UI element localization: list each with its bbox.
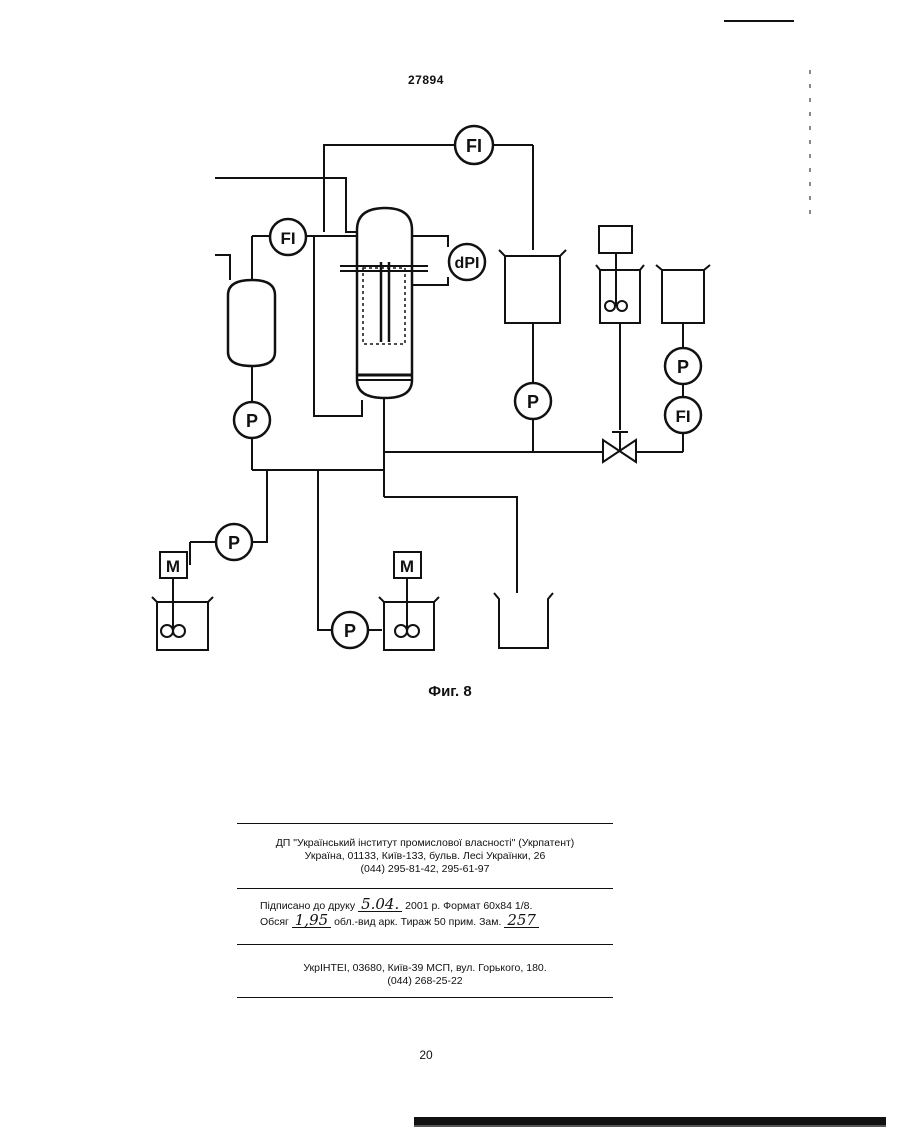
printer-line-2: (044) 268-25-22 [230, 975, 620, 988]
flow-indicator-left: FI [270, 219, 306, 255]
svg-text:FI: FI [280, 229, 295, 248]
feed-tank-center [499, 250, 566, 323]
footer-page-number: 20 [0, 1048, 852, 1062]
piping [190, 145, 683, 630]
pump-right-top: P [665, 348, 701, 384]
figure-caption: Фиг. 8 [0, 683, 900, 700]
differential-pressure-indicator: dPI [449, 244, 485, 280]
svg-text:FI: FI [466, 136, 482, 156]
process-flow-diagram: FI FI dPI P FI P P P P M M [0, 0, 900, 680]
publisher-line-2: Україна, 01133, Київ-133, бульв. Лесі Ук… [230, 850, 620, 863]
stirred-vessel-left [152, 552, 213, 650]
print-details: Підписано до друку 5.04. 2001 р. Формат … [260, 897, 640, 929]
imprint-rule-3 [237, 944, 613, 945]
three-way-valve [603, 432, 636, 462]
pump-left-low: P [216, 524, 252, 560]
signed-date-handwritten: 5.04. [358, 897, 402, 912]
imprint-rule-4 [237, 997, 613, 998]
volume-prefix: Обсяг [260, 916, 289, 928]
printer-block: УкрІНТЕІ, 03680, Київ-39 МСП, вул. Горьк… [230, 962, 620, 988]
volume-line: Обсяг 1,95 обл.-вид арк. Тираж 50 прим. … [260, 913, 640, 929]
svg-text:M: M [400, 557, 414, 576]
volume-suffix: обл.-вид арк. Тираж 50 прим. Зам. [334, 916, 501, 928]
svg-text:FI: FI [675, 407, 690, 426]
publisher-line-1: ДП "Український інститут промислової вла… [230, 837, 620, 850]
svg-text:dPI: dPI [455, 255, 480, 272]
mixing-tank-right [596, 226, 644, 323]
scan-edge-bar [414, 1117, 886, 1125]
svg-text:P: P [344, 621, 356, 641]
publisher-block: ДП "Український інститут промислової вла… [230, 837, 620, 876]
svg-text:P: P [527, 392, 539, 412]
motor-left-label: M [166, 557, 180, 576]
collection-vessel [494, 593, 553, 648]
scan-edge-bar-thin [414, 1125, 886, 1127]
imprint-rule-1 [237, 823, 613, 824]
svg-text:M: M [166, 557, 180, 576]
motor-center-label: M [400, 557, 414, 576]
flow-indicator-top: FI [455, 126, 493, 164]
tank-far-right [656, 265, 710, 323]
svg-text:P: P [677, 357, 689, 377]
flow-indicator-right: FI [665, 397, 701, 433]
pump-bottom: P [332, 612, 368, 648]
pump-left-column: P [234, 402, 270, 438]
publisher-line-3: (044) 295-81-42, 295-61-97 [230, 863, 620, 876]
svg-text:P: P [228, 533, 240, 553]
storage-vessel-left [228, 280, 275, 366]
printer-line-1: УкрІНТЕІ, 03680, Київ-39 МСП, вул. Горьк… [230, 962, 620, 975]
imprint-rule-2 [237, 888, 613, 889]
svg-text:P: P [246, 411, 258, 431]
pump-center: P [515, 383, 551, 419]
order-number-handwritten: 257 [504, 913, 539, 928]
volume-value-handwritten: 1,95 [292, 913, 331, 928]
